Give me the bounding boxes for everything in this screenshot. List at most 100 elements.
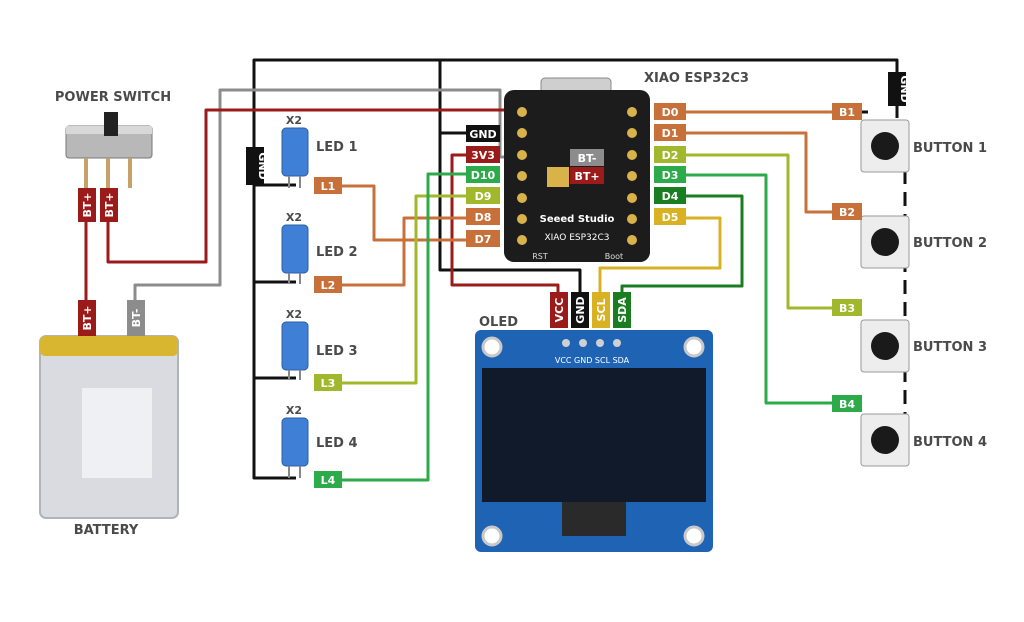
led-1-x2: X2 (286, 114, 302, 127)
oled-pin-3 (596, 339, 604, 347)
led-4-label: LED 4 (316, 436, 358, 451)
board-boot: Boot (605, 252, 623, 261)
led-4-body (281, 417, 309, 467)
oled-screen (482, 368, 706, 502)
power-switch-label: POWER SWITCH (55, 90, 171, 105)
tag-l1: L1 (314, 177, 342, 194)
board-pad-2 (517, 128, 527, 138)
tag-bt-plus-switch-a: BT+ (78, 188, 96, 222)
board-pad-6 (517, 214, 527, 224)
tag-l3: L3 (314, 374, 342, 391)
wires (84, 58, 907, 482)
tag-b4: B4 (832, 395, 862, 412)
board-pad-7 (517, 235, 527, 245)
battery: BATTERY (39, 335, 179, 538)
svg-text:SDA: SDA (616, 297, 629, 323)
tag-d4: D4 (654, 187, 686, 204)
wire-d10-l4 (340, 172, 468, 482)
wire-gnd-mcu (438, 60, 468, 135)
switch-pin-2 (106, 158, 110, 188)
button-3-cap (871, 332, 899, 360)
board-pad-8 (627, 107, 637, 117)
led-2-label: LED 2 (316, 245, 358, 260)
tag-d7: D7 (466, 230, 500, 247)
svg-text:GND: GND (898, 75, 911, 102)
led-4: X2 LED 4 (281, 404, 358, 478)
svg-text:GND: GND (469, 128, 496, 141)
oled-hole-bl (481, 525, 503, 547)
svg-text:BT-: BT- (578, 152, 597, 165)
board-chip-pad (547, 167, 569, 187)
board-pad-14 (627, 235, 637, 245)
board-brand: Seeed Studio (540, 214, 615, 225)
oled-ribbon (562, 502, 626, 536)
tag-l4: L4 (314, 471, 342, 488)
board-pad-5 (517, 193, 527, 203)
led-1: X2 LED 1 (281, 114, 358, 188)
svg-text:BT+: BT+ (81, 192, 94, 217)
battery-cap (40, 336, 178, 356)
oled-hole-tr (683, 336, 705, 358)
svg-text:L1: L1 (321, 180, 336, 193)
svg-text:BT-: BT- (130, 309, 143, 328)
svg-text:D7: D7 (475, 233, 492, 246)
led-4-x2: X2 (286, 404, 302, 417)
tag-bt-plus-board: BT+ (570, 167, 604, 184)
svg-text:SCL: SCL (595, 298, 608, 321)
tags: GND GND GND 3V3 D10 D9 D8 D7 (78, 72, 911, 488)
tag-bt-minus-battery: BT- (127, 300, 145, 336)
wire-3v3-vcc (450, 153, 560, 292)
board-pad-3 (517, 150, 527, 160)
led-2: X2 LED 2 (281, 211, 358, 284)
svg-text:GND: GND (256, 152, 269, 179)
button-1: BUTTON 1 (860, 119, 987, 173)
button-3-label: BUTTON 3 (913, 340, 987, 355)
tag-d10: D10 (466, 166, 500, 183)
tag-gnd-led-bus: GND (246, 147, 269, 185)
svg-text:BT+: BT+ (81, 305, 94, 330)
battery-label-area (82, 388, 152, 478)
svg-text:D5: D5 (662, 211, 679, 224)
wire-d3-b4 (685, 173, 833, 405)
wire-gnd-top (252, 58, 899, 155)
tag-gnd-oled: GND (571, 292, 589, 328)
svg-text:VCC: VCC (553, 298, 566, 323)
tag-3v3: 3V3 (466, 146, 500, 163)
switch-knob (104, 112, 118, 136)
oled-pin-1 (562, 339, 570, 347)
wire-d5-scl (598, 216, 722, 292)
led-3-body (281, 321, 309, 371)
button-4-cap (871, 426, 899, 454)
oled-label: OLED (479, 315, 518, 330)
button-2: BUTTON 2 (860, 215, 987, 269)
tag-d5: D5 (654, 208, 686, 225)
svg-text:D2: D2 (662, 149, 679, 162)
board-pad-13 (627, 214, 637, 224)
board-pad-4 (517, 171, 527, 181)
oled-pin-labels: VCC GND SCL SDA (555, 356, 630, 365)
svg-text:GND: GND (574, 296, 587, 323)
mcu-label: XIAO ESP32C3 (644, 71, 749, 86)
led-1-body (281, 127, 309, 177)
svg-text:B1: B1 (839, 106, 855, 119)
svg-text:D4: D4 (662, 190, 679, 203)
svg-text:L4: L4 (321, 474, 336, 487)
oled-hole-br (683, 525, 705, 547)
svg-text:D0: D0 (662, 106, 679, 119)
button-4: BUTTON 4 (860, 413, 987, 467)
svg-text:L3: L3 (321, 377, 336, 390)
svg-text:B3: B3 (839, 302, 855, 315)
svg-text:D10: D10 (471, 169, 496, 182)
board-pad-1 (517, 107, 527, 117)
tag-d1: D1 (654, 124, 686, 141)
oled-display: OLED VCC GND SCL SDA (475, 315, 713, 552)
svg-text:D9: D9 (475, 190, 492, 203)
button-1-cap (871, 132, 899, 160)
tag-d0: D0 (654, 103, 686, 120)
switch-pin-1 (84, 158, 88, 188)
board-pad-12 (627, 193, 637, 203)
svg-text:D3: D3 (662, 169, 679, 182)
tag-b3: B3 (832, 299, 862, 316)
svg-text:3V3: 3V3 (471, 149, 495, 162)
svg-text:BT+: BT+ (574, 170, 599, 183)
